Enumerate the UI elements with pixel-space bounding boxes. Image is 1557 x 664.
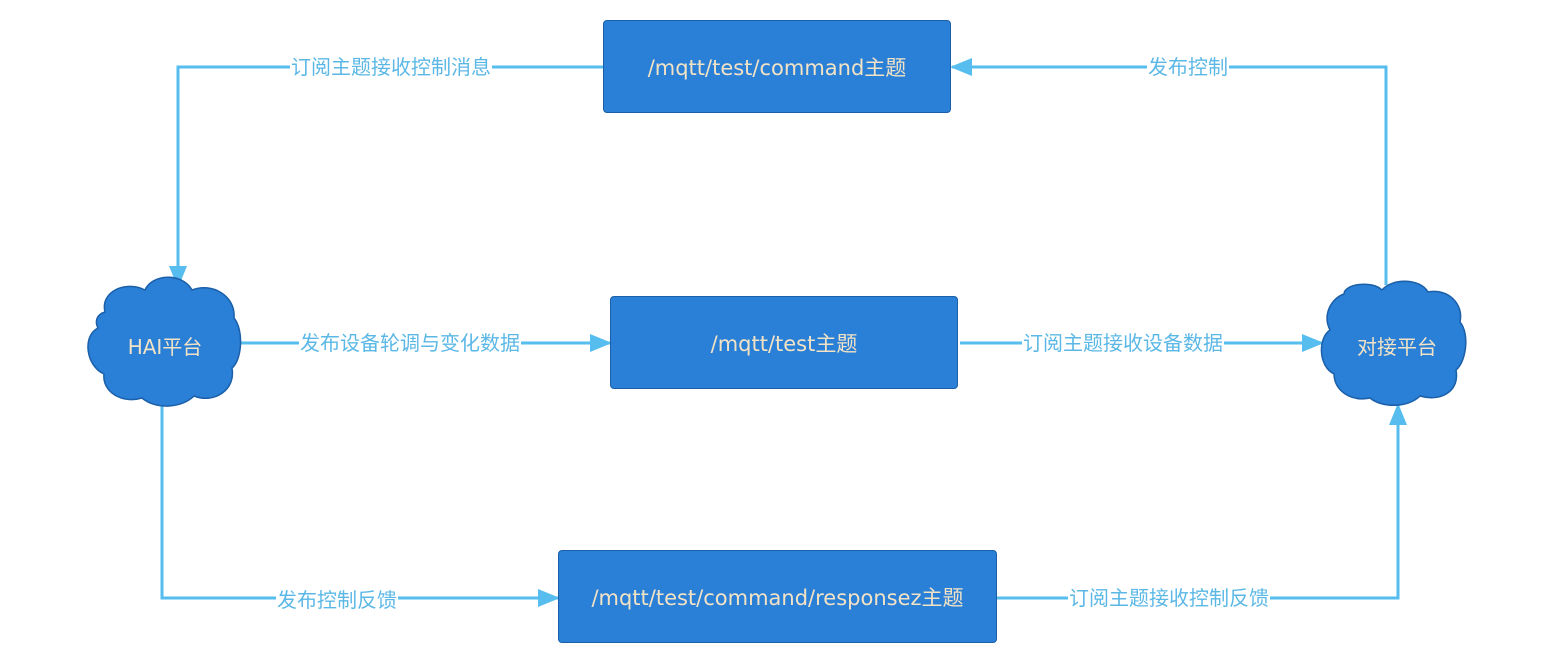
arrow-hai-to-response bbox=[160, 404, 560, 607]
dock-platform-label: 对接平台 bbox=[1357, 334, 1437, 359]
hai-platform-label: HAI平台 bbox=[127, 334, 203, 359]
data-topic-box: /mqtt/test主题 bbox=[610, 296, 958, 389]
edge-label-sub-response: 订阅主题接收控制反馈 bbox=[1068, 586, 1270, 610]
arrow-dock-to-command bbox=[950, 58, 1388, 285]
edge-label-sub-data: 订阅主题接收设备数据 bbox=[1022, 331, 1224, 355]
hai-platform-cloud bbox=[87, 276, 242, 407]
edge-label-pub-command: 发布控制 bbox=[1147, 55, 1229, 79]
response-topic-label: /mqtt/test/command/responsez主题 bbox=[591, 585, 964, 610]
command-topic-label: /mqtt/test/command主题 bbox=[647, 55, 907, 80]
edge-label-sub-command: 订阅主题接收控制消息 bbox=[290, 55, 492, 79]
edge-label-pub-data: 发布设备轮调与变化数据 bbox=[299, 331, 521, 355]
dock-platform-cloud bbox=[1320, 280, 1467, 406]
arrow-response-to-dock bbox=[997, 403, 1407, 600]
data-topic-label: /mqtt/test主题 bbox=[710, 331, 858, 356]
response-topic-box: /mqtt/test/command/responsez主题 bbox=[558, 550, 997, 643]
edge-label-pub-response: 发布控制反馈 bbox=[276, 588, 398, 612]
command-topic-box: /mqtt/test/command主题 bbox=[603, 20, 951, 113]
arrow-command-to-hai bbox=[169, 65, 604, 288]
